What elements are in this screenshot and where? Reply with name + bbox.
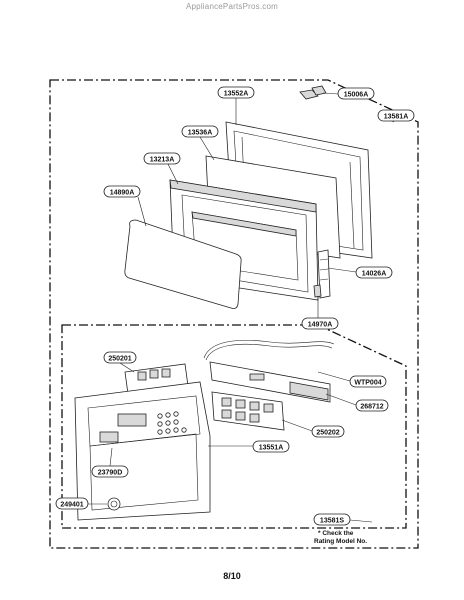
callout-13581S: 13581S <box>313 513 351 526</box>
callout-249401-label: 249401 <box>60 502 83 509</box>
callout-249401: 249401 <box>55 497 89 510</box>
callout-13551A-label: 13551A <box>259 445 284 452</box>
callout-13213A: 13213A <box>143 152 181 165</box>
callout-13536A: 13536A <box>181 125 219 138</box>
callout-13551A: 13551A <box>252 440 290 453</box>
main-pcb-part <box>209 361 331 403</box>
note-line-2: Rating Model No. <box>314 538 367 545</box>
callout-250201-label: 250201 <box>108 356 131 363</box>
note-line-1: * Check the <box>318 530 354 537</box>
knob-part <box>107 497 121 511</box>
control-panel-part <box>74 381 211 521</box>
callout-14970A-label: 14970A <box>308 322 333 329</box>
page-number: 8/10 <box>223 571 241 581</box>
callout-13552A-label: 13552A <box>224 91 249 98</box>
callout-WTP004-label: WTP004 <box>354 380 381 387</box>
latch-spring-part <box>313 284 322 298</box>
callout-15006A-label: 15006A <box>344 92 369 99</box>
callout-14026A: 14026A <box>355 266 393 279</box>
callout-15006A: 15006A <box>337 87 375 100</box>
callout-250202: 250202 <box>311 425 345 438</box>
callout-13581A: 13581A <box>377 109 415 122</box>
callout-13536A-label: 13536A <box>188 130 213 137</box>
callout-13552A: 13552A <box>217 86 255 99</box>
callout-WTP004: WTP004 <box>349 375 387 388</box>
callout-13213A-label: 13213A <box>150 157 175 164</box>
door-cover-part <box>124 219 242 309</box>
callout-14890A: 14890A <box>103 185 141 198</box>
leader-lines <box>88 92 395 523</box>
button-pad-part <box>211 391 285 431</box>
inner-assembly-boundary <box>61 324 407 529</box>
callout-14970A: 14970A <box>301 317 339 330</box>
callout-250201: 250201 <box>103 351 137 364</box>
wire-harness-part <box>203 340 335 361</box>
callout-268712-label: 268712 <box>360 404 383 411</box>
callout-23790D-label: 23790D <box>98 470 123 477</box>
callout-250202-label: 250202 <box>316 430 339 437</box>
callout-13581S-label: 13581S <box>320 518 344 525</box>
callout-23790D: 23790D <box>91 465 129 478</box>
callout-13581A-label: 13581A <box>384 114 409 121</box>
latch-clip-part <box>299 85 327 100</box>
watermark: AppliancePartsPros.com <box>186 2 278 11</box>
callout-14890A-label: 14890A <box>110 190 135 197</box>
callout-14026A-label: 14026A <box>362 271 387 278</box>
callout-268712: 268712 <box>355 399 389 412</box>
hinge-strip-part <box>317 249 331 299</box>
outer-assembly-boundary <box>49 79 419 549</box>
